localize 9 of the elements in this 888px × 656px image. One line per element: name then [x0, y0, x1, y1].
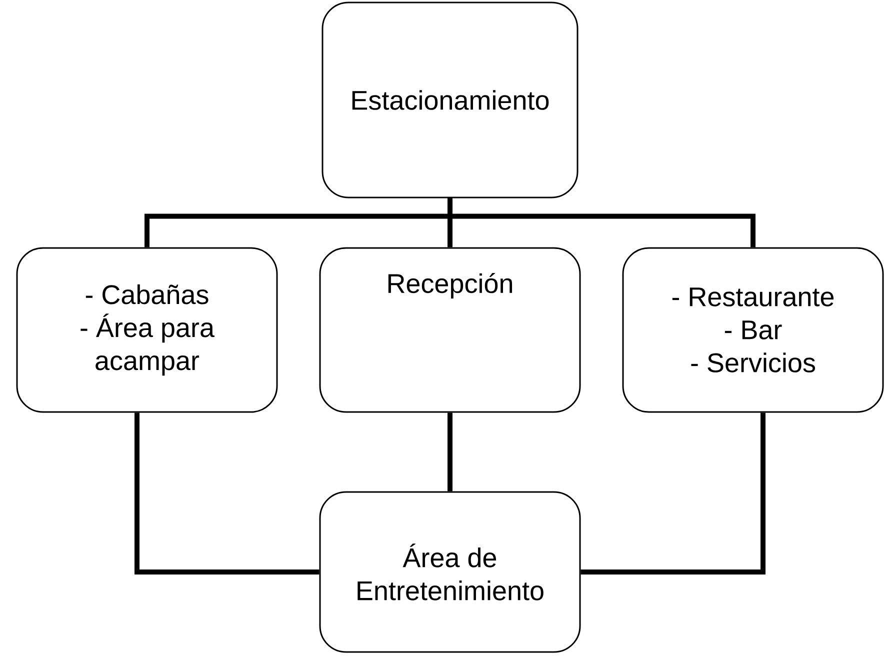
process-box: - Restaurante - Bar - Servicios [622, 247, 884, 413]
connector [580, 412, 766, 574]
process-box: Recepción [319, 247, 581, 413]
process-box: Estacionamiento [322, 2, 578, 198]
process-box: Área de Entretenimiento [319, 491, 581, 653]
connector [448, 412, 452, 492]
process-box: - Cabañas - Área para acampar [16, 247, 278, 413]
connector [134, 412, 320, 574]
connector [448, 198, 756, 248]
